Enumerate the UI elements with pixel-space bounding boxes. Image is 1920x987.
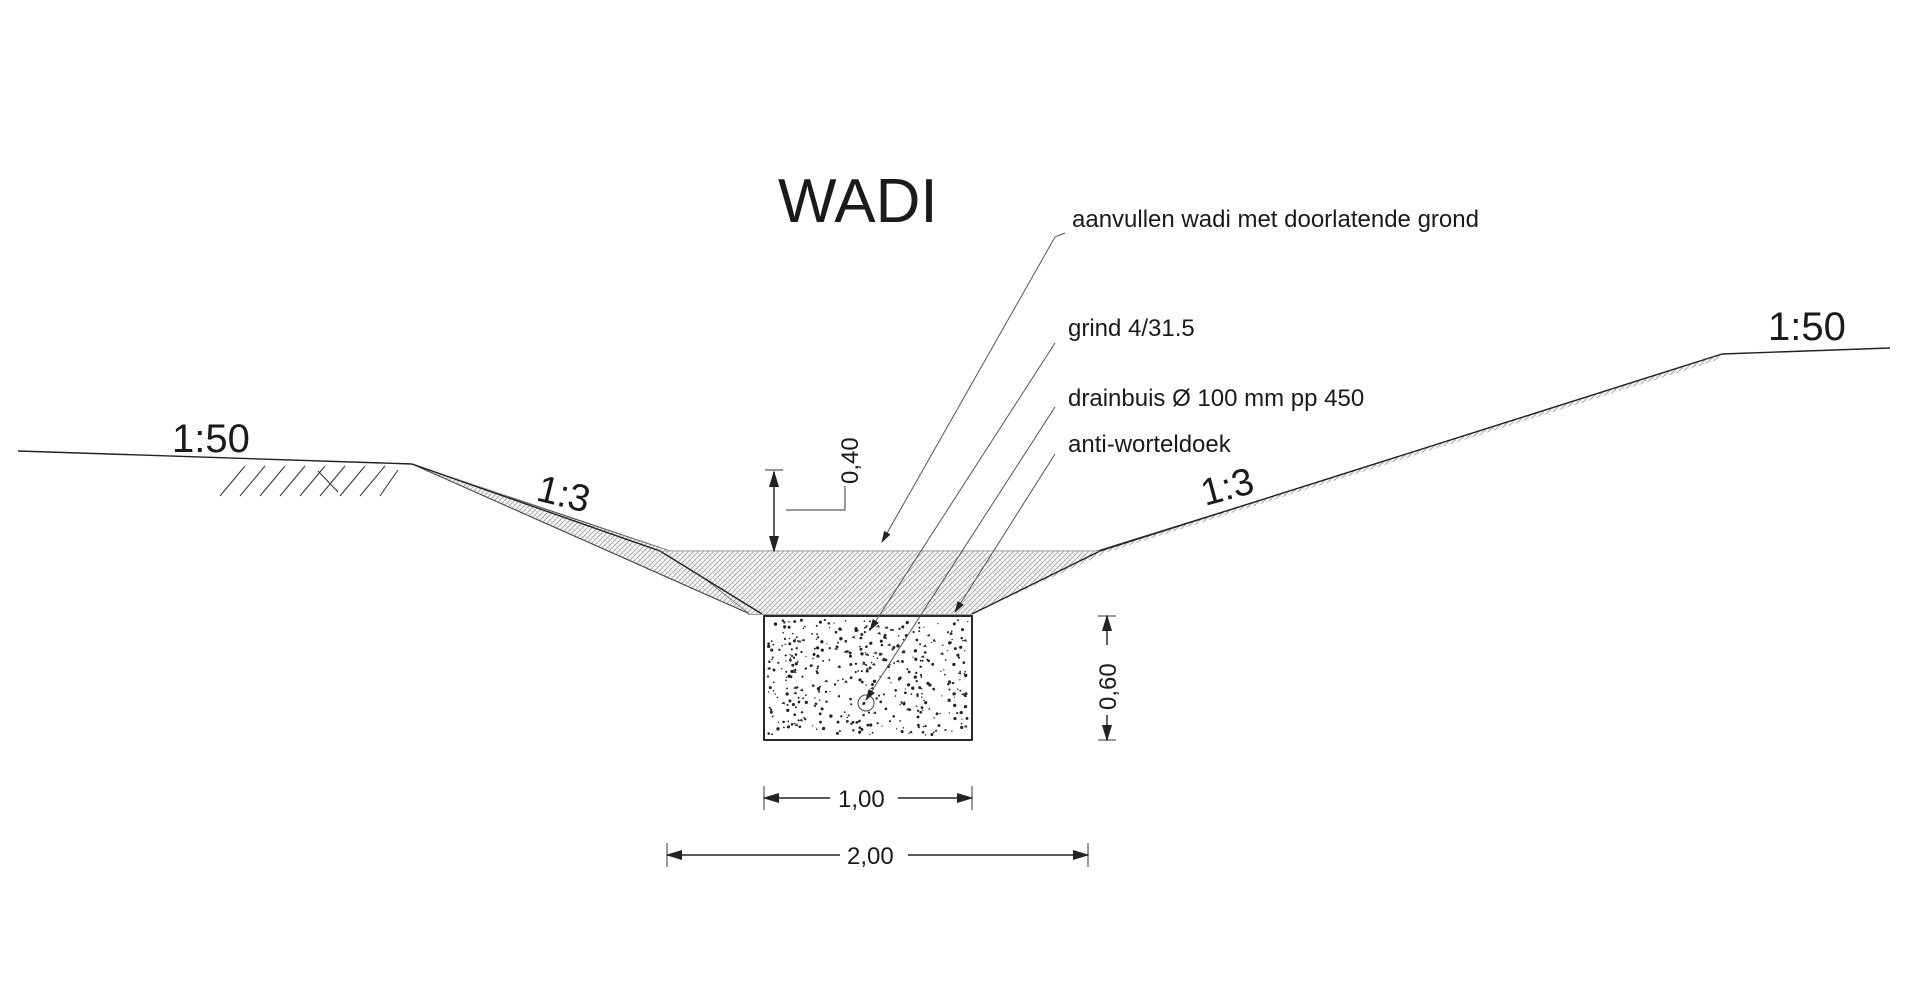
dim-bottom-width: 2,00 [665,840,1090,870]
dim-gravel-width: 1,00 [762,783,974,813]
earth-hatch-symbol [219,465,399,497]
leader-gravel [869,342,1056,632]
dim-gravel-depth: 0,60 [1090,614,1124,742]
slope-right-ground: 1:50 [1768,305,1846,349]
leader-cloth [954,453,1056,614]
label-cloth: anti-worteldoek [1068,431,1232,458]
dim-gravel-width-text: 1,00 [838,786,885,813]
dim-bottom-width-text: 2,00 [847,843,894,870]
left-ground-line [17,450,413,465]
dim-gravel-depth-text: 0,60 [1095,663,1122,710]
dim-fill-depth-text: 0,40 [837,437,864,484]
label-drain: drainbuis Ø 100 mm pp 450 [1068,385,1364,412]
leader-fill [881,236,1056,544]
gravel-speckle [766,618,969,736]
right-ground-line [1721,347,1891,355]
leader-drain [865,406,1056,702]
label-gravel: grind 4/31.5 [1068,315,1195,342]
permeable-fill-area [411,353,1723,615]
dim-fill-depth: 0,40 [765,437,864,553]
bottom-fill-layer [660,551,1100,614]
label-fill: aanvullen wadi met doorlatende grond [1072,206,1479,233]
bank-right-hatch [972,354,1722,614]
gravel-trench [763,615,973,741]
slope-left-ground: 1:50 [172,417,250,461]
drawing-title: WADI [778,167,938,236]
